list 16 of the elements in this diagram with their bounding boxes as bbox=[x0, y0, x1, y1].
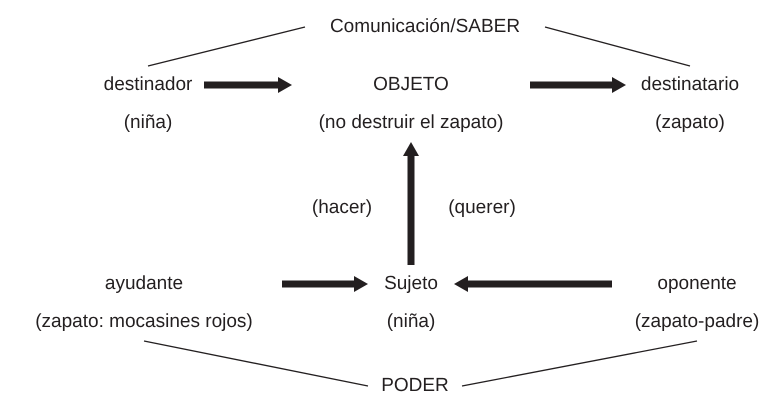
actant-name: Sujeto bbox=[384, 272, 438, 296]
actant-name: OBJETO bbox=[373, 73, 449, 97]
actant-name: destinador bbox=[104, 73, 192, 97]
actant-role: (no destruir el zapato) bbox=[318, 111, 504, 135]
actant-role: (niña) bbox=[124, 111, 172, 135]
annotation-text: (querer) bbox=[448, 196, 516, 220]
actant-role: (zapato: mocasines rojos) bbox=[35, 310, 253, 334]
actant-name: oponente bbox=[657, 272, 737, 296]
actant-role: (zapato) bbox=[655, 111, 725, 135]
actant-name: ayudante bbox=[104, 272, 184, 296]
actant-role: (zapato-padre) bbox=[634, 310, 760, 334]
actant-name: PODER bbox=[381, 374, 449, 398]
annotation-text: (hacer) bbox=[312, 196, 372, 220]
actant-role: (niña) bbox=[386, 310, 436, 334]
actant-name: Comunicación/SABER bbox=[330, 15, 520, 39]
actant-name: destinatario bbox=[640, 73, 740, 97]
